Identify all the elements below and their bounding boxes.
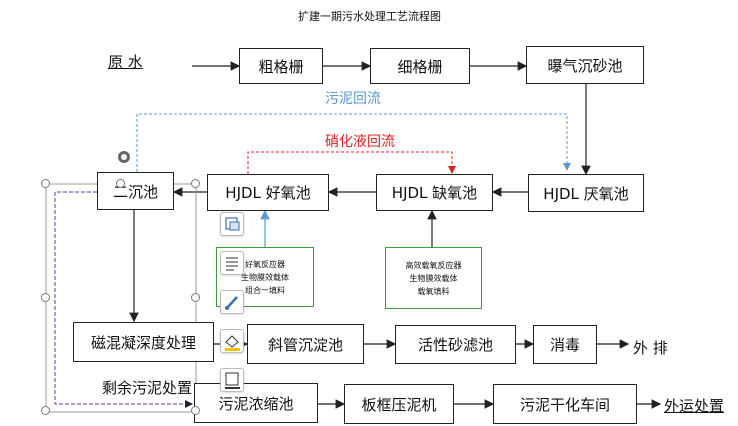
excess-sludge-label: 剩余污泥处置 — [102, 379, 193, 397]
anoxic-note-line: 高效载氧反应器 — [405, 260, 462, 270]
rotate-handle-icon[interactable] — [118, 151, 130, 163]
plate-frame-press-node[interactable]: 板框压泥机 — [344, 384, 454, 424]
anoxic-note-line: 生物膜效载体 — [409, 273, 458, 283]
transport-disposal-label: 外运处置 — [664, 397, 725, 415]
resize-handle-top[interactable] — [116, 179, 125, 188]
anaerobic-tank-node[interactable]: HJDL 厌氧池 — [528, 174, 644, 212]
aerobic-note-line: 好氧反应器 — [245, 259, 285, 269]
resize-handle-right[interactable] — [191, 293, 200, 302]
aerobic-tank-node[interactable]: HJDL 好氧池 — [207, 174, 329, 211]
anoxic-note-box: 高效载氧反应器 生物膜效载体 载氧填料 — [385, 247, 482, 309]
align-icon[interactable] — [220, 251, 244, 275]
sludge-return-label: 污泥回流 — [325, 91, 381, 107]
aerated-grit-chamber-node[interactable]: 曝气沉砂池 — [526, 46, 644, 84]
resize-handle-bottom-left[interactable] — [41, 406, 50, 415]
resize-handle-left[interactable] — [41, 293, 50, 302]
disinfection-node[interactable]: 消毒 — [533, 325, 597, 364]
coarse-screen-node[interactable]: 粗格栅 — [239, 48, 323, 84]
discharge-label: 外 排 — [633, 339, 668, 357]
sludge-drying-workshop-node[interactable]: 污泥干化车间 — [493, 384, 637, 424]
resize-handle-bottom-right[interactable] — [191, 406, 200, 415]
inclined-tube-settler-node[interactable]: 斜管沉淀池 — [247, 324, 364, 364]
active-sand-filter-node[interactable]: 活性砂滤池 — [395, 325, 516, 364]
anoxic-note-line: 载氧填料 — [417, 286, 450, 296]
resize-handle-top-left[interactable] — [41, 179, 50, 188]
sludge-thickener-node[interactable]: 污泥浓缩池 — [194, 383, 318, 423]
fine-screen-node[interactable]: 细格栅 — [370, 48, 470, 84]
fill-icon[interactable] — [220, 329, 244, 353]
source-water-label: 原 水 — [108, 53, 143, 71]
resize-handle-top-right[interactable] — [191, 179, 200, 188]
aerobic-note-line: 生物膜效载体 — [241, 272, 289, 282]
secondary-clarifier-node[interactable]: 二沉池 — [97, 172, 174, 210]
diagram-title: 扩建一期污水处理工艺流程图 — [298, 10, 441, 23]
brush-icon[interactable] — [220, 290, 244, 314]
aerobic-note-line: 组合一填料 — [245, 285, 285, 295]
outline-icon[interactable] — [220, 368, 244, 392]
layout-options-icon[interactable] — [220, 212, 244, 236]
anoxic-tank-node[interactable]: HJDL 缺氧池 — [376, 174, 493, 211]
magnetic-coagulation-node[interactable]: 磁混凝深度处理 — [73, 322, 214, 362]
nitrate-return-label: 硝化液回流 — [325, 134, 395, 150]
